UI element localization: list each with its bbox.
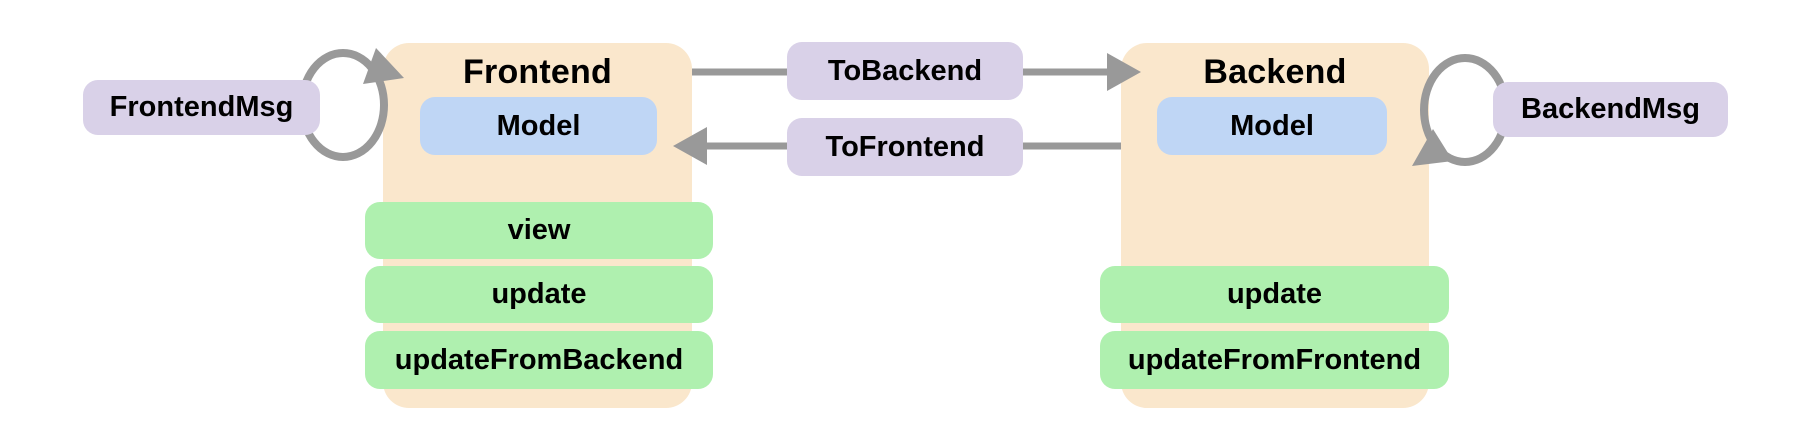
backend-fn-update-from-frontend: updateFromFrontend [1100, 331, 1449, 389]
backend-model: Model [1157, 97, 1387, 155]
frontend-fn-view: view [365, 202, 713, 259]
frontend-model: Model [420, 97, 657, 155]
backend-fn-update: update [1100, 266, 1449, 323]
backend-title: Backend [1203, 53, 1347, 91]
frontend-title: Frontend [463, 53, 612, 91]
frontend-fn-update-from-backend: updateFromBackend [365, 331, 713, 389]
backend-msg-node: BackendMsg [1493, 82, 1728, 137]
to-frontend-label: ToFrontend [787, 118, 1023, 176]
frontend-fn-update: update [365, 266, 713, 323]
to-backend-label: ToBackend [787, 42, 1023, 100]
frontend-msg-node: FrontendMsg [83, 80, 320, 135]
